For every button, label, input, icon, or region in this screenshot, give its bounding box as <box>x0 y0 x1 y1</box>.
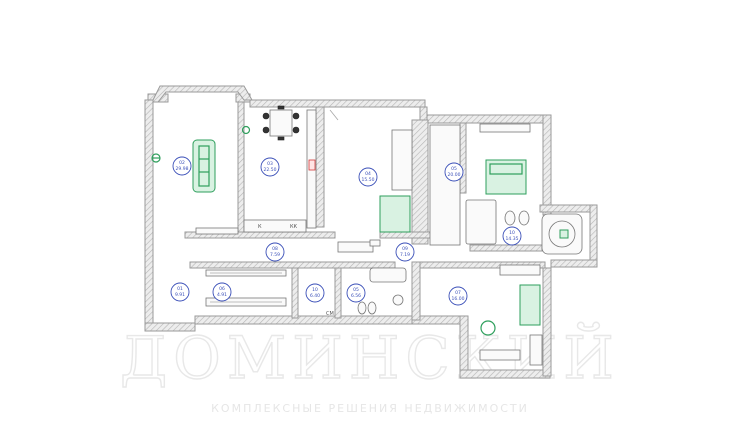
room-number: 05 <box>451 166 457 172</box>
room-area: 14.35 <box>506 236 519 242</box>
room-number: 02 <box>179 160 185 166</box>
room-area: 7.59 <box>270 252 280 258</box>
kitchen-label-kk: КК <box>290 224 298 230</box>
room-number: 09 <box>402 246 408 252</box>
room-marker: 08 7.59 <box>265 242 285 262</box>
room-area: 16.00 <box>452 296 465 302</box>
kitchen-label-k: К <box>258 224 262 230</box>
room-number: 01 <box>177 286 183 292</box>
exterior-walls <box>144 85 598 379</box>
room-area: 20.00 <box>448 172 461 178</box>
room-area: 6.40 <box>310 293 320 299</box>
room-marker: 02 29.98 <box>172 156 192 176</box>
room-area: 9.91 <box>175 292 185 298</box>
watermark-slogan: КОМПЛЕКСНЫЕ РЕШЕНИЯ НЕДВИЖИМОСТИ <box>211 402 529 415</box>
room-area: 4.91 <box>217 292 227 298</box>
room-number: 08 <box>272 246 278 252</box>
room-number: 07 <box>455 290 461 296</box>
room-marker: 04 15.50 <box>358 167 378 187</box>
room-marker: 10 14.35 <box>502 226 522 246</box>
room-area: 22.50 <box>264 167 277 173</box>
room-marker: 09 7.19 <box>395 242 415 262</box>
room-marker: 10 6.40 <box>305 283 325 303</box>
room-number: 03 <box>267 161 273 167</box>
room-number: 10 <box>509 230 515 236</box>
room-marker: 05 6.56 <box>346 283 366 303</box>
room-marker: 01 9.91 <box>170 282 190 302</box>
room-marker: 06 4.91 <box>212 282 232 302</box>
room-number: 05 <box>353 287 359 293</box>
room-area: 6.56 <box>351 293 361 299</box>
room-number: 10 <box>312 287 318 293</box>
room-marker: 05 20.00 <box>444 162 464 182</box>
room-area: 29.98 <box>176 166 189 172</box>
utility-label-cm: СМ <box>326 311 334 317</box>
room-marker: 03 22.50 <box>260 157 280 177</box>
room-marker: 07 16.00 <box>448 286 468 306</box>
furniture <box>151 105 583 366</box>
room-number: 04 <box>365 171 371 177</box>
room-number: 06 <box>219 286 225 292</box>
room-area: 15.50 <box>362 177 375 183</box>
interior-walls <box>184 101 546 321</box>
room-area: 7.19 <box>400 252 410 258</box>
